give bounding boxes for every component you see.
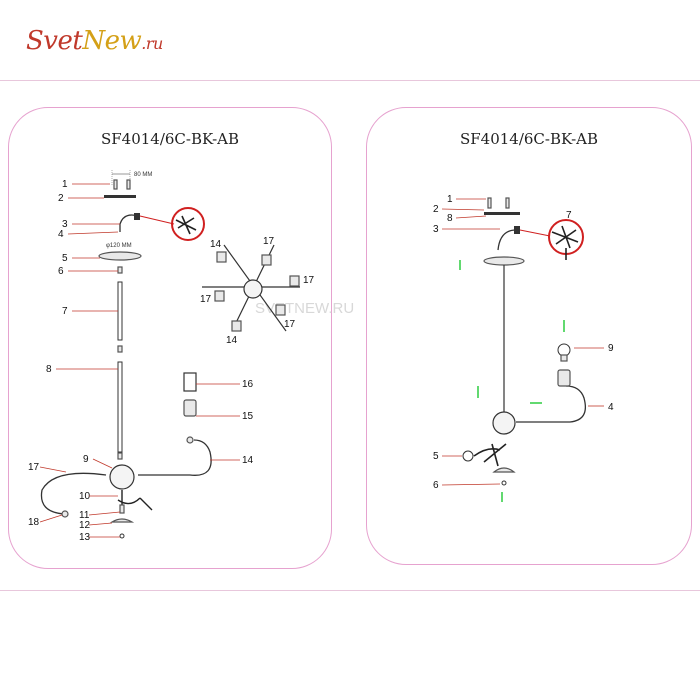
wire-detail-part: [175, 215, 197, 235]
screw-part: [113, 179, 118, 190]
wiring-part: [473, 443, 507, 467]
top-view-diagram: [202, 244, 300, 332]
finial-part: [119, 533, 125, 539]
callout-label: 10: [79, 491, 91, 502]
left-leader-lines: [39, 183, 240, 538]
callout-label: 16: [242, 379, 254, 390]
svetnew-logo: SvetNew.ru: [12, 14, 192, 56]
finial-part: [501, 480, 507, 486]
callout-label: 8: [447, 213, 453, 224]
top-view-label: 17: [263, 236, 275, 247]
top-view-label: 17: [284, 319, 296, 330]
end-cap-part: [61, 510, 69, 518]
top-view-label: 17: [303, 275, 315, 286]
screw-part: [487, 197, 492, 209]
central-ball-part: [492, 411, 516, 435]
callout-label: 6: [433, 480, 439, 491]
rod-lower-part: [117, 361, 123, 453]
canopy-part: [483, 256, 525, 266]
callout-label: 17: [28, 462, 40, 473]
callout-label: 4: [58, 229, 64, 240]
terminal-block-part: [134, 213, 140, 220]
bottom-cap-part: [492, 467, 516, 473]
bulb-base-part: [560, 354, 568, 362]
callout-label: 9: [83, 454, 89, 465]
wiring-part: [117, 490, 153, 511]
callout-label: 9: [608, 343, 614, 354]
rod-upper-part: [117, 281, 123, 341]
callout-label: 4: [608, 402, 614, 413]
callout-label: 18: [28, 517, 40, 528]
central-ball-part: [109, 464, 135, 490]
screw-bottom-part: [119, 504, 125, 514]
wire-detail-part: [551, 225, 579, 260]
callout-label: 7: [62, 306, 68, 317]
top-view-label: 17: [200, 294, 212, 305]
callout-label: 5: [62, 253, 68, 264]
canopy-part: [98, 251, 142, 261]
callout-label: 5: [433, 451, 439, 462]
callout-label: 7: [566, 210, 572, 221]
shade-part: [183, 372, 197, 392]
nut-part: [117, 266, 123, 274]
left-diagram-panel: SF4014/6C-BK-AB: [8, 107, 332, 569]
right-diagram-panel: SF4014/6C-BK-AB: [366, 107, 692, 565]
callout-label: 3: [433, 224, 439, 235]
bottom-divider: [0, 590, 700, 591]
rod-end-part: [117, 452, 123, 460]
logo-tld: .ru: [141, 34, 163, 53]
callout-label: 2: [58, 193, 64, 204]
bottom-cap-part: [109, 518, 135, 523]
mounting-bar-part: [484, 212, 520, 215]
callout-label: 1: [62, 179, 68, 190]
screw-part: [126, 179, 131, 190]
top-view-label: 14: [226, 335, 238, 346]
hook-part: [497, 229, 517, 251]
right-arm-part: [516, 385, 587, 423]
arm-tip-part: [186, 436, 194, 444]
logo-text: SvetNew.ru: [26, 26, 163, 56]
socket-part: [183, 399, 197, 417]
assembly-arrows: [459, 260, 565, 502]
callout-label: 2: [433, 204, 439, 215]
callout-label: 8: [46, 364, 52, 375]
socket-part: [557, 369, 571, 387]
right-arm-part: [138, 439, 212, 476]
callout-label: 3: [62, 219, 68, 230]
right-leader-lines: [441, 198, 604, 486]
wire-detail-leader: [139, 215, 175, 225]
terminal-block-part: [514, 226, 520, 234]
wire-detail-circle: [171, 207, 205, 241]
callout-label: 15: [242, 411, 254, 422]
top-view-label: 14: [210, 239, 222, 250]
right-panel-title: SF4014/6C-BK-AB: [459, 130, 599, 148]
callout-label: 11: [79, 510, 90, 521]
logo-part2: New: [82, 26, 142, 56]
dimension-80mm: 80 MM: [111, 170, 152, 186]
callout-label: 14: [242, 455, 254, 466]
wiring-detail-part: [462, 450, 474, 462]
left-panel-title: SF4014/6C-BK-AB: [100, 130, 240, 148]
top-divider: [0, 80, 700, 81]
callout-label: 12: [79, 520, 91, 531]
rod-coupler-part: [117, 345, 123, 353]
wire-detail-leader: [519, 229, 551, 237]
callout-label: 13: [79, 532, 91, 543]
callout-label: 6: [58, 266, 64, 277]
mounting-bar-part: [104, 195, 136, 198]
logo-part1: Svet: [26, 26, 83, 56]
bulb-part: [557, 343, 571, 357]
callout-label: 1: [447, 194, 453, 205]
dim-80mm-label: 80 MM: [134, 172, 152, 178]
dim-120mm-label: φ120 MM: [106, 243, 132, 249]
left-arm-part: [40, 472, 107, 515]
screw-part: [505, 197, 510, 209]
